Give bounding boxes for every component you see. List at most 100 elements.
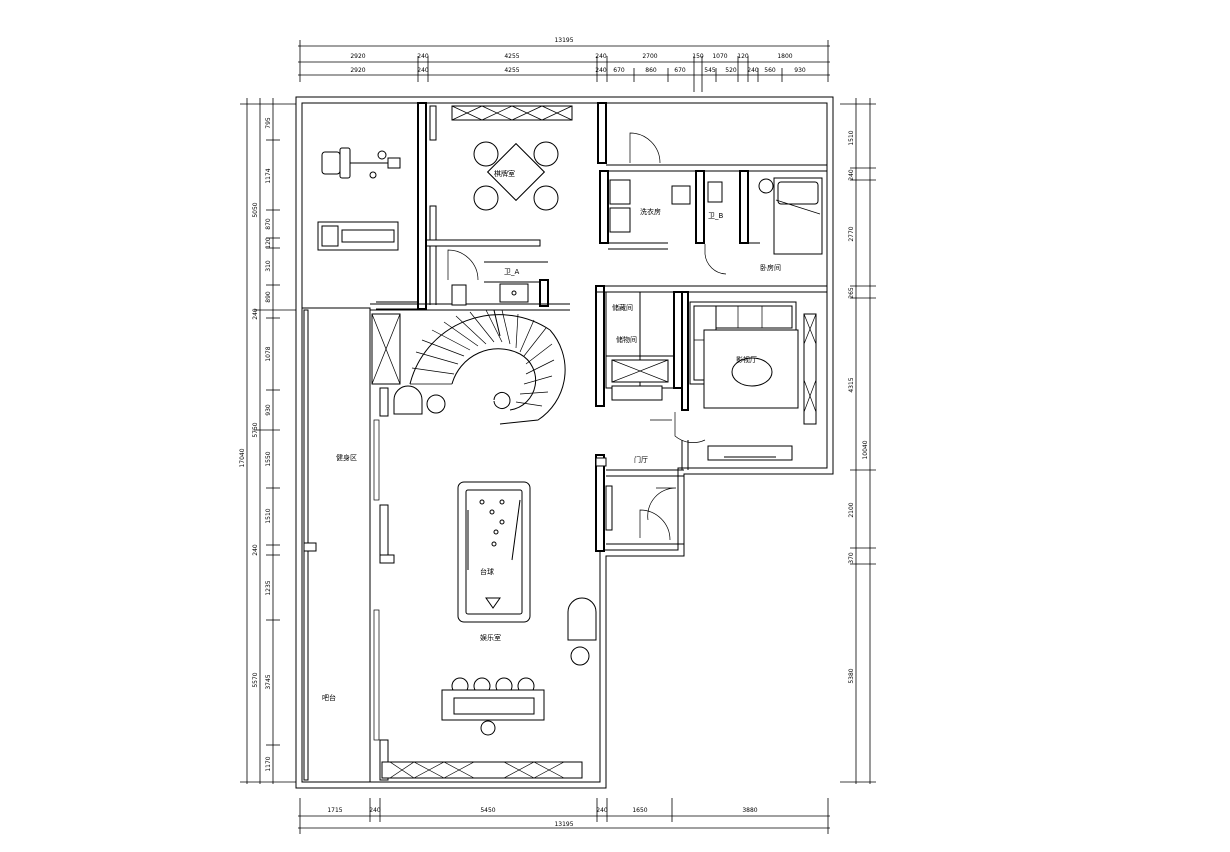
interior-walls — [302, 102, 827, 782]
label-toilet-a: 卫_A — [504, 268, 520, 276]
dim-top-6: 150 — [692, 53, 704, 60]
dim-left-overall: 17040 — [239, 448, 246, 467]
dim-top2-8: 545 — [704, 67, 716, 74]
dim-top-2: 240 — [417, 53, 429, 60]
dim-left-inner-10: 1550 — [265, 451, 272, 466]
dim-left-inner-2: 1174 — [265, 168, 272, 183]
spiral-staircase-icon — [409, 309, 566, 425]
service-rooms: 洗衣房 卫_B 卧房间 — [609, 177, 823, 272]
dim-right-1: 1510 — [848, 130, 855, 145]
toilet-a: 卫_A — [451, 268, 529, 306]
label-foyer: 门厅 — [634, 455, 648, 464]
dim-top-3: 4255 — [504, 53, 519, 60]
dim-top2-7: 670 — [674, 67, 686, 74]
treadmill-icon — [317, 221, 399, 251]
dim-left-outer-1: 5050 — [252, 202, 259, 217]
dim-left-inner-6: 890 — [265, 291, 272, 303]
left-dimension-lines: 17040 5050 5750 5570 795 1174 870 120 31… — [239, 98, 296, 784]
dim-right-6: 10040 — [862, 440, 869, 459]
dim-left-inner-15: 1170 — [265, 756, 272, 771]
dim-right-3: 2770 — [848, 226, 855, 241]
dim-bottom-5: 1650 — [632, 807, 647, 814]
armchair-icon-2 — [567, 597, 597, 641]
dim-left-inner-9: 930 — [265, 404, 272, 416]
dim-top-total: 13195 — [554, 37, 573, 44]
label-billiard: 台球 — [480, 567, 494, 576]
label-bedroom: 卧房间 — [760, 263, 781, 272]
dim-left-inner-12: 240 — [252, 544, 259, 556]
dim-left-inner-4: 120 — [265, 237, 272, 249]
dim-right-7: 2100 — [848, 502, 855, 517]
right-dimension-lines: 1510 240 2770 265 4315 10040 2100 370 53… — [840, 98, 876, 784]
dim-top2-11: 560 — [764, 67, 776, 74]
coffee-table-icon — [731, 357, 773, 387]
label-theater-room: 影视厅 — [736, 355, 757, 364]
exercise-bike-icon — [321, 147, 401, 179]
mahjong-table-icon — [473, 141, 559, 211]
side-table-icon — [426, 394, 446, 414]
dim-left-inner-1: 795 — [265, 117, 272, 129]
bed-icon — [773, 177, 823, 255]
bottom-dimension-lines: 1715 240 5450 240 1650 3880 13195 — [298, 798, 830, 834]
dim-left-inner-14: 3745 — [265, 674, 272, 689]
dim-left-inner-13: 1235 — [265, 580, 272, 595]
dim-top2-9: 520 — [725, 67, 737, 74]
dim-top2-12: 930 — [794, 67, 806, 74]
bottom-cabinet — [381, 761, 583, 779]
billiard-table-icon — [457, 481, 531, 623]
dim-top2-2: 240 — [417, 67, 429, 74]
label-storage-1: 储藏间 — [612, 303, 633, 312]
dim-right-8: 370 — [848, 552, 855, 564]
side-table-icon-2 — [570, 646, 590, 666]
dim-right-4: 265 — [848, 287, 855, 299]
exterior-walls — [295, 96, 834, 789]
gym-room: 健身区 吧台 — [303, 147, 401, 781]
tv-cabinet-icon — [707, 445, 793, 461]
dim-top2-6: 860 — [645, 67, 657, 74]
armchair-icon — [393, 385, 423, 415]
dim-left-inner-3: 870 — [265, 218, 272, 230]
dim-left-inner-5: 310 — [265, 260, 272, 272]
dim-right-5: 4315 — [848, 377, 855, 392]
label-toilet-b: 卫_B — [708, 212, 724, 220]
dim-left-inner-11: 1510 — [265, 508, 272, 523]
dim-top-8: 120 — [737, 53, 749, 60]
dim-bottom-2: 240 — [369, 807, 381, 814]
dim-left-inner-8: 1078 — [265, 346, 272, 361]
label-laundry: 洗衣房 — [640, 207, 661, 216]
label-entertainment-room: 娱乐室 — [480, 633, 501, 642]
shoe-cabinet-icon — [605, 485, 613, 531]
entertainment-room: 台球 娱乐室 — [373, 385, 597, 781]
dim-left-inner-7: 240 — [252, 308, 259, 320]
dim-left-outer-3: 5570 — [252, 672, 259, 687]
label-storage-2: 储物间 — [616, 335, 637, 344]
toilet-icon — [451, 284, 467, 306]
label-gym-lower: 吧台 — [322, 693, 336, 702]
dim-top2-10: 240 — [747, 67, 759, 74]
dim-top2-5: 670 — [613, 67, 625, 74]
dryer-icon — [609, 207, 631, 233]
dim-top2-1: 2920 — [350, 67, 365, 74]
bar-counter-icon — [441, 677, 545, 736]
mahjong-room: 棋牌室 — [429, 105, 573, 241]
dim-bottom-6: 3880 — [742, 807, 757, 814]
dim-top-9: 1800 — [777, 53, 792, 60]
dim-top-1: 2920 — [350, 53, 365, 60]
top-dimension-lines: 13195 2920 240 4255 240 2700 150 1070 12… — [298, 37, 830, 92]
dim-bottom-total: 13195 — [554, 821, 573, 828]
dim-right-2: 240 — [848, 169, 855, 181]
cabinet-cross-hatching — [451, 105, 573, 121]
doors — [447, 132, 727, 541]
washer-icon — [609, 179, 631, 205]
foyer: 门厅 — [595, 455, 648, 531]
label-mahjong-room: 棋牌室 — [494, 169, 515, 178]
dim-bottom-1: 1715 — [327, 807, 342, 814]
washbasin-icon — [758, 178, 774, 194]
dim-top-7: 1070 — [712, 53, 727, 60]
theater-room: 影视厅 — [689, 301, 817, 461]
dim-bottom-3: 5450 — [480, 807, 495, 814]
mahjong-cabinet — [451, 105, 573, 121]
dim-bottom-4: 240 — [596, 807, 608, 814]
dim-right-9: 5380 — [848, 668, 855, 683]
